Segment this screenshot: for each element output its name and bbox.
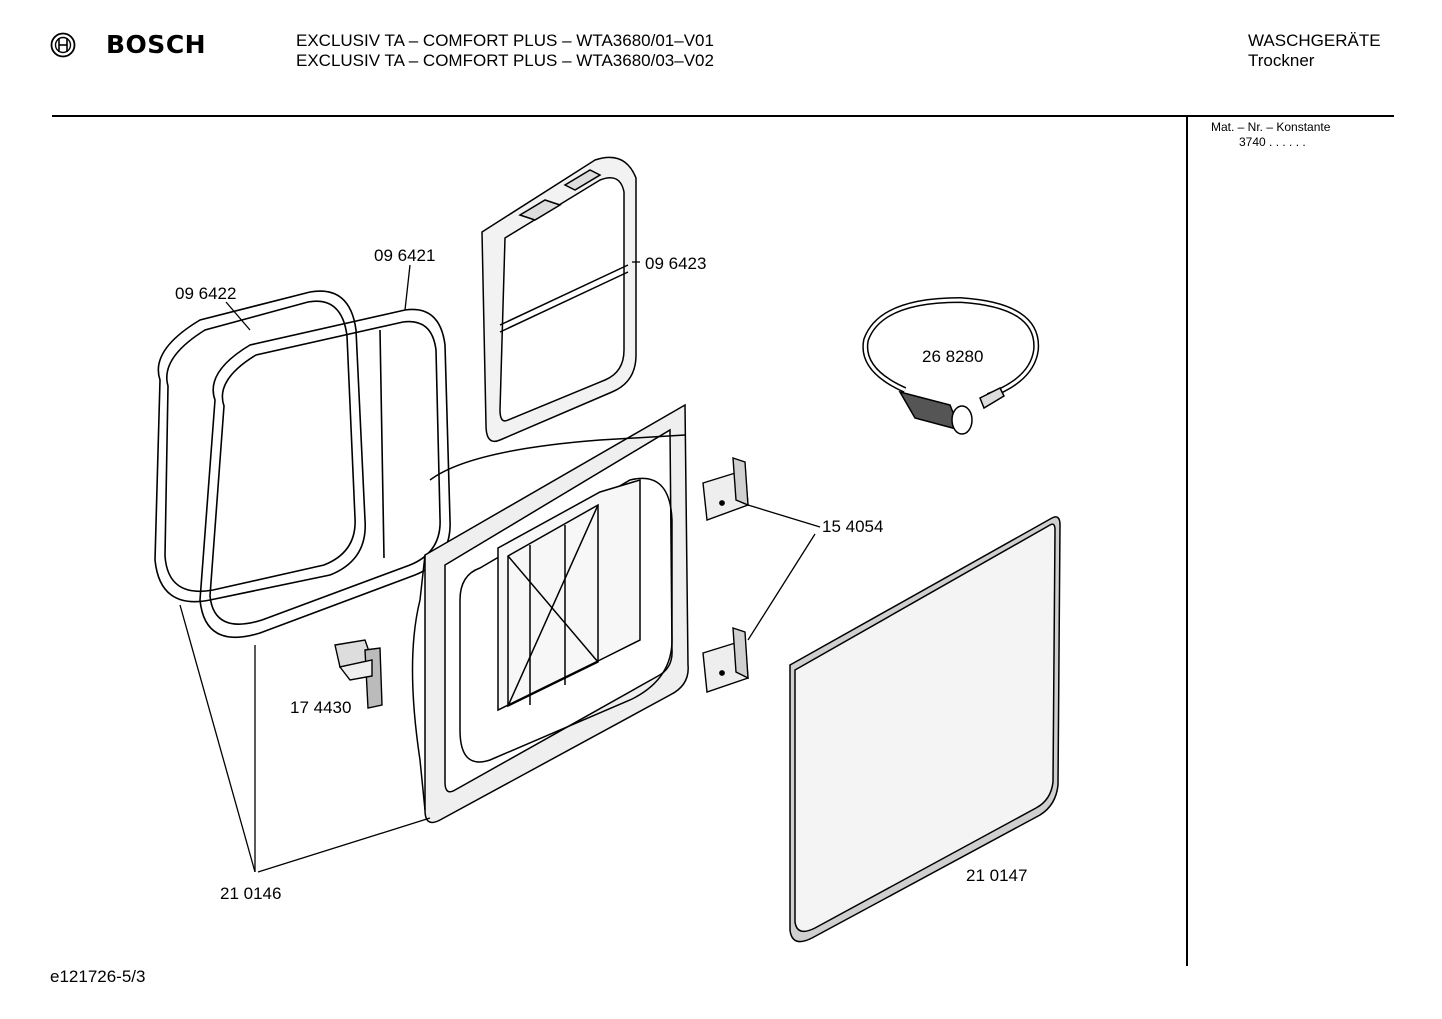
lint-filter[interactable] [481, 156, 637, 443]
part-label-268280: 26 8280 [922, 347, 983, 366]
model-line-2: EXCLUSIV TA – COMFORT PLUS – WTA3680/03–… [296, 51, 714, 70]
drain-hose[interactable] [862, 296, 1040, 435]
part-label-096421: 09 6421 [374, 246, 435, 265]
model-lines: EXCLUSIV TA – COMFORT PLUS – WTA3680/01–… [296, 31, 714, 71]
hinge-upper[interactable] [702, 457, 749, 521]
brand: BOSCH [50, 30, 206, 59]
model-line-1: EXCLUSIV TA – COMFORT PLUS – WTA3680/01–… [296, 31, 714, 50]
outer-door-seal[interactable] [154, 290, 366, 603]
mat-nr-value: 3740 . . . . . . [1239, 135, 1306, 149]
door-panel[interactable] [789, 516, 1061, 943]
door-frame[interactable] [411, 403, 689, 824]
leader-lines [179, 261, 821, 873]
category-title: WASCHGERÄTE [1248, 31, 1381, 50]
sidebar-divider [1186, 116, 1188, 966]
mat-nr-block: Mat. – Nr. – Konstante 3740 . . . . . . [1211, 120, 1330, 150]
part-label-210146: 21 0146 [220, 884, 281, 903]
category-block: WASCHGERÄTE Trockner [1248, 31, 1381, 71]
inner-door-seal[interactable] [199, 308, 451, 638]
drawing-code: e121726-5/3 [50, 967, 146, 986]
part-label-096423: 09 6423 [645, 254, 706, 273]
category-subtitle: Trockner [1248, 51, 1315, 70]
mat-nr-label: Mat. – Nr. – Konstante [1211, 120, 1331, 134]
bosch-armature-icon [50, 32, 76, 57]
part-label-154054: 15 4054 [822, 517, 883, 536]
part-label-210147: 21 0147 [966, 866, 1027, 885]
door-catch[interactable] [334, 639, 383, 709]
brand-name: BOSCH [106, 30, 207, 59]
part-label-174430: 17 4430 [290, 698, 351, 717]
header-divider [52, 115, 1394, 117]
part-label-096422: 09 6422 [175, 284, 236, 303]
exploded-parts-diagram: 09 6422 09 6421 09 6423 26 8280 15 4054 … [154, 156, 1061, 943]
hinge-lower[interactable] [702, 627, 749, 693]
